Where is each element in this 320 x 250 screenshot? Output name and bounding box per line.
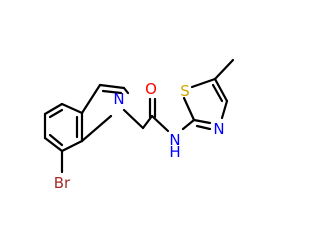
atom-label-thiazole-nitrogen: N xyxy=(213,120,224,138)
bond-lines xyxy=(43,58,235,174)
bond-c5thz-c4thz xyxy=(213,77,229,103)
bond-c5thz-c4thz-inner xyxy=(211,83,224,103)
bond-co-nh xyxy=(150,114,170,133)
bond-c5thz-methyl xyxy=(213,58,235,81)
atom-label-carbonyl-oxygen: O xyxy=(145,80,157,98)
bond-c2thz-s xyxy=(182,96,196,122)
bond-n3thz-c2thz-2 xyxy=(195,124,212,131)
atom-label-amide-nitrogen: N xyxy=(169,131,180,149)
bond-c4-c5 xyxy=(43,102,64,116)
bond-c4thz-n3thz xyxy=(220,99,229,120)
atom-label-bromine: Br xyxy=(54,174,71,192)
bond-n1-ch2 xyxy=(122,108,145,130)
bond-c3-c2 xyxy=(98,83,126,90)
bond-nh-c2thz xyxy=(181,118,196,131)
bond-n1-c7a xyxy=(80,114,113,143)
atom-labels: Br N O N H S N xyxy=(54,80,225,192)
bond-c4-c5-inner xyxy=(48,108,64,119)
bond-s-c5thz xyxy=(190,77,217,89)
bond-c3a-c4 xyxy=(60,102,84,115)
atom-label-thiazole-sulfur: S xyxy=(180,82,190,100)
bond-c3-c2-inner xyxy=(101,89,123,95)
bond-ch2-co xyxy=(141,114,154,130)
molecule-structure: Br N O N H S N xyxy=(43,58,235,192)
bond-c3a-c3 xyxy=(80,83,102,115)
atom-label-indole-nitrogen: N xyxy=(113,90,124,108)
atom-label-amide-hydrogen: H xyxy=(169,143,180,161)
bond-n3thz-c2thz-1 xyxy=(192,118,212,125)
bond-c2-n1 xyxy=(122,86,130,95)
bond-c6-c7-inner xyxy=(48,133,64,147)
bond-c6-c7 xyxy=(43,136,64,153)
bond-c7-c7a xyxy=(60,139,84,153)
